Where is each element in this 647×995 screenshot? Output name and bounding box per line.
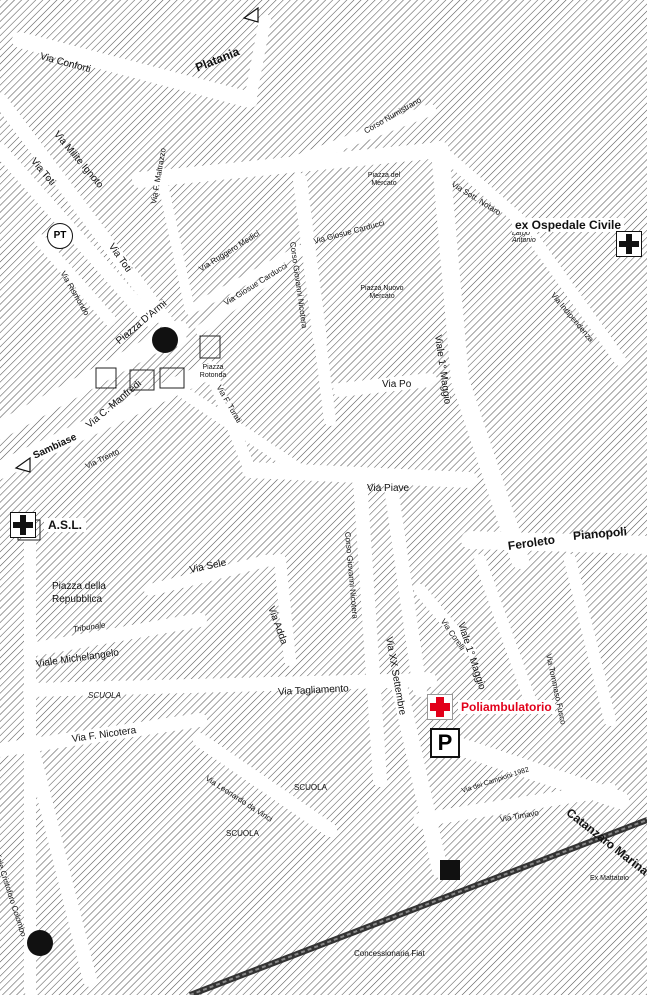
street-label-largo-antonio: Largo Antonio	[512, 230, 536, 244]
direction-arrow-icon	[14, 456, 31, 473]
direction-arrow-icon	[242, 6, 259, 23]
black-circle-marker	[27, 930, 53, 956]
place-label-ex-mattatoio: Ex Mattatoio	[590, 875, 629, 882]
parking-icon: P	[430, 728, 460, 758]
label-poliambulatorio: Poliambulatorio	[458, 700, 555, 714]
black-square-marker	[440, 860, 460, 880]
label-asl: A.S.L.	[44, 518, 87, 532]
place-label-piazza-della-repubblica: Piazza della Repubblica	[52, 581, 106, 605]
red-cross-icon	[427, 694, 453, 720]
place-label-scuola-3: SCUOLA	[226, 829, 259, 838]
place-label-scuola-1: SCUOLA	[88, 691, 121, 700]
place-label-scuola-2: SCUOLA	[294, 783, 327, 792]
label-ex-ospedale-civile: ex Ospedale Civile	[512, 218, 625, 232]
streets	[0, 14, 647, 995]
place-label-piazza-nuovo-mercato: Piazza Nuovo Mercato	[360, 285, 404, 301]
street-label-via-piave: Via Piave	[367, 483, 410, 494]
street-label-via-po: Via Po	[382, 379, 412, 390]
place-label-piazza-rotonda: Piazza Rotonda	[199, 364, 227, 380]
post-office-icon: PT	[47, 223, 73, 249]
place-label-concessionaria-fiat: Concessionaria Fiat	[354, 949, 425, 958]
place-label-piazza-del-mercato: Piazza del Mercato	[367, 172, 401, 188]
hospital-cross-icon	[616, 231, 642, 257]
black-circle-marker	[152, 327, 178, 353]
hospital-cross-icon	[10, 512, 36, 538]
